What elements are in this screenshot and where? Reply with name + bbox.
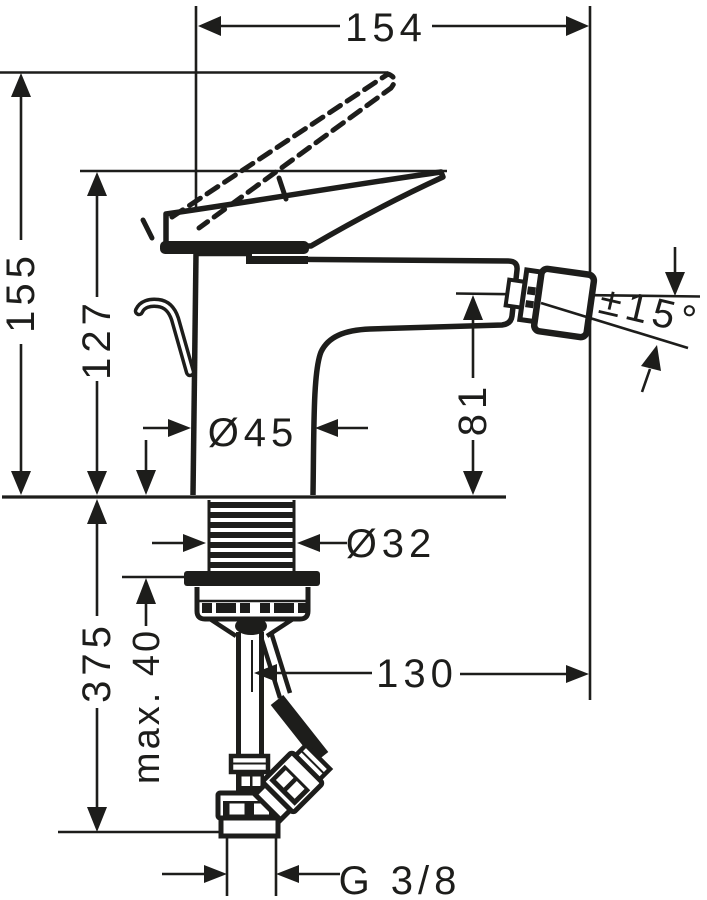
fitting-a-window2	[286, 781, 305, 799]
label-dia32: Ø32	[346, 522, 437, 566]
arrow-81-top	[463, 295, 483, 320]
dimension-labels: 154 155 127 Ø45 Ø32 81 ±15° 375 max. 40 …	[0, 6, 705, 900]
faucet-lever	[163, 169, 446, 249]
mounting-nut	[194, 587, 311, 638]
mounting-shank	[207, 500, 296, 571]
fitting-a-collar-line	[299, 749, 326, 776]
shank-threads	[209, 502, 294, 568]
label-154: 154	[345, 6, 427, 50]
fitting-nut-g38	[218, 815, 281, 839]
label-81: 81	[451, 382, 495, 437]
arrow-max40-top	[136, 470, 156, 495]
arrow-154-left	[198, 16, 221, 36]
lever-dash-pivot	[140, 217, 155, 241]
extension-lines	[0, 6, 701, 896]
arrow-155-bottom	[11, 471, 31, 495]
dimension-arrowheads	[11, 16, 685, 883]
label-130: 130	[376, 652, 458, 696]
arrow-dia32-left	[183, 534, 206, 552]
lever-dash-mid	[276, 175, 289, 202]
fitting-body-window1	[229, 803, 245, 815]
mounting-washer	[184, 571, 320, 586]
arrow-max40-bottom	[136, 578, 156, 604]
label-127: 127	[75, 298, 119, 380]
arrow-dia32-right	[297, 534, 320, 552]
arrow-g38-right	[276, 865, 299, 883]
hose-a-braid	[270, 695, 329, 762]
arrow-154-right	[566, 16, 589, 36]
label-dia45: Ø45	[208, 411, 299, 455]
arrow-375-top	[87, 499, 107, 524]
nut-dome	[235, 617, 267, 635]
lever-base-bar	[160, 241, 309, 254]
label-swivel-15: ±15°	[595, 278, 705, 344]
supply-hose-vertical	[215, 632, 284, 839]
arrow-swivel-down	[665, 272, 685, 296]
label-155: 155	[0, 251, 43, 333]
fitting-neck-window2	[252, 776, 261, 786]
aerator-collar-mark2	[525, 300, 534, 309]
aerator-tilt-axis	[540, 301, 689, 350]
arrow-81-bottom	[463, 471, 483, 495]
hose-a-left	[258, 636, 283, 699]
supply-hose-angled	[251, 631, 334, 824]
hose-a-right	[268, 631, 293, 694]
faucet-body	[133, 71, 520, 496]
aerator-body	[530, 265, 598, 341]
fitting-a-end	[251, 781, 294, 824]
label-max40: max. 40	[126, 628, 168, 784]
aerator	[503, 265, 598, 341]
arrow-155-top	[11, 73, 31, 97]
lever-raised-dashed	[169, 71, 397, 231]
body-hook-inner	[137, 301, 192, 374]
label-g38: G 3/8	[339, 859, 462, 900]
aerator-collar-mark	[526, 286, 536, 296]
fitting-a-band	[269, 764, 311, 806]
arrow-375-bottom	[87, 807, 107, 832]
fitting-angled	[251, 741, 334, 824]
arrow-127-bottom	[87, 471, 107, 495]
arrow-130-right	[566, 665, 589, 683]
body-hook-outer	[133, 297, 196, 378]
arrow-swivel-up	[641, 345, 661, 371]
fitting-neck-window1	[241, 776, 250, 786]
nut-flats	[202, 603, 307, 613]
arrow-dia45-left	[168, 419, 191, 437]
body-spout-outline	[249, 256, 520, 496]
fitting-body-window2	[254, 803, 269, 815]
arrow-g38-left	[204, 865, 227, 883]
label-375: 375	[75, 621, 119, 703]
arrow-dia45-right	[315, 419, 338, 437]
arrow-127-top	[87, 172, 107, 196]
fitting-a-window1	[275, 770, 294, 788]
